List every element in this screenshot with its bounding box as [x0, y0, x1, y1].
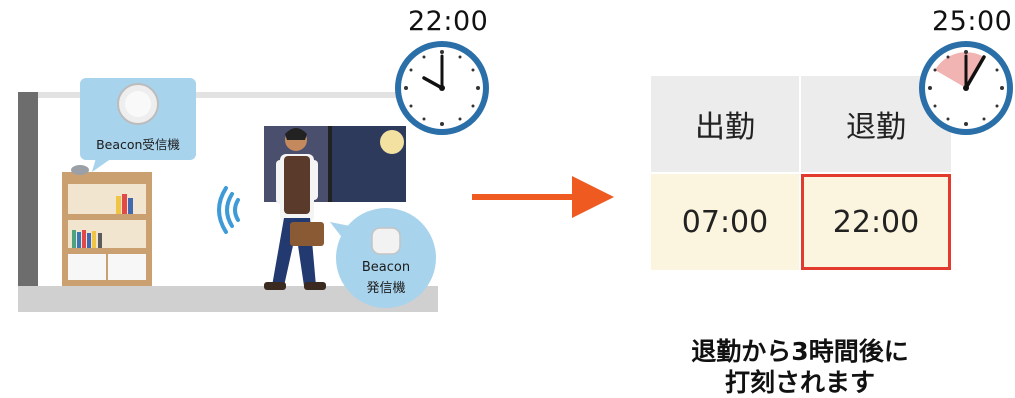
- transmitter-label-line2: 発信機: [366, 281, 406, 296]
- clock-right-time: 25:00: [932, 6, 1013, 37]
- arrow-icon: [472, 176, 614, 218]
- clock-left-time: 22:00: [408, 6, 489, 37]
- clock-left-icon: [395, 41, 489, 135]
- room-left-wall: [18, 92, 38, 302]
- transmitter-bubble: [330, 208, 436, 308]
- clock-right-icon: [919, 41, 1013, 135]
- receiver-label: Beacon受信機: [96, 137, 180, 152]
- bookshelf: [62, 172, 152, 286]
- receiver-bubble: [80, 78, 196, 172]
- value-clock-out: 22:00: [801, 174, 951, 270]
- transmitter-label-line1: Beacon: [361, 260, 411, 275]
- value-clock-in: 07:00: [651, 174, 799, 270]
- caption: 退勤から3時間後に 打刻されます: [640, 336, 960, 398]
- caption-line2: 打刻されます: [724, 368, 875, 397]
- beacon-receiver-device: [71, 165, 89, 175]
- room-ceiling: [18, 92, 438, 98]
- signal-icon: [217, 186, 240, 234]
- caption-line1: 退勤から3時間後に: [691, 337, 909, 366]
- office-scene: [18, 78, 438, 312]
- attendance-table: 出勤 退勤 07:00 22:00: [651, 76, 951, 270]
- walking-person: [264, 128, 326, 290]
- header-clock-in: 出勤: [651, 76, 801, 172]
- elapsed-time-sector: [935, 52, 984, 88]
